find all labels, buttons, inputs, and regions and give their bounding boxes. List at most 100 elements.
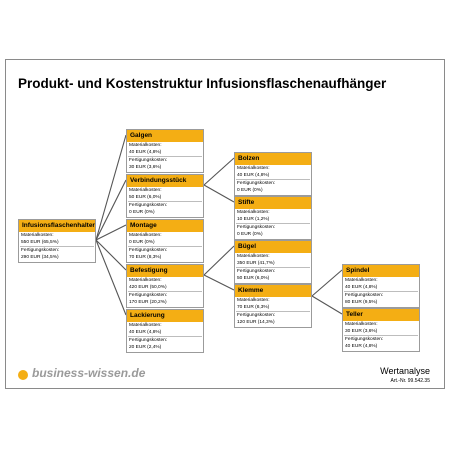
material-value: 0 EUR (0%) xyxy=(129,239,155,245)
node-klemme: Klemme Materialkosten: 70 EUR (8,3%) Fer… xyxy=(234,284,312,329)
material-value: 10 EUR (1,2%) xyxy=(237,216,270,222)
connector-root-mont xyxy=(95,224,127,241)
connector-root-bef xyxy=(95,239,127,271)
fertigung-label: Fertigungskosten: xyxy=(237,269,276,275)
divider xyxy=(128,246,202,248)
node-befestigung: Befestigung Materialkosten: 420 EUR (50,… xyxy=(126,264,204,309)
frame-border xyxy=(5,59,445,389)
divider xyxy=(128,156,202,158)
article-number: Art.-Nr. 99.542.35 xyxy=(390,378,430,384)
node-title: Montage xyxy=(127,220,203,232)
divider xyxy=(128,201,202,203)
fertigung-value: 40 EUR (4,8%) xyxy=(345,343,378,349)
node-title: Lackierung xyxy=(127,310,203,322)
material-value: 50 EUR (6,0%) xyxy=(129,194,162,200)
material-value: 40 EUR (4,8%) xyxy=(345,284,378,290)
fertigung-value: 30 EUR (3,6%) xyxy=(129,164,162,170)
material-value: 30 EUR (3,6%) xyxy=(345,328,378,334)
node-montage: Montage Materialkosten: 0 EUR (0%) Ferti… xyxy=(126,219,204,264)
material-value: 420 EUR (50,0%) xyxy=(129,284,167,290)
node-verbindungsstueck: Verbindungsstück Materialkosten: 50 EUR … xyxy=(126,174,204,219)
fertigung-label: Fertigungskosten: xyxy=(237,225,276,231)
fertigung-value: 50 EUR (6,0%) xyxy=(237,275,270,281)
node-title: Befestigung xyxy=(127,265,203,277)
node-infusionsflaschenhalter: Infusionsflaschenhalter Materialkosten: … xyxy=(18,219,96,264)
material-label: Materialkosten: xyxy=(129,233,162,238)
material-label: Materialkosten: xyxy=(129,143,162,148)
material-label: Materialkosten: xyxy=(129,323,162,328)
fertigung-value: 290 EUR (34,5%) xyxy=(21,254,59,260)
node-galgen: Galgen Materialkosten: 40 EUR (4,8%) Fer… xyxy=(126,129,204,174)
fertigung-label: Fertigungskosten: xyxy=(129,338,168,344)
fertigung-label: Fertigungskosten: xyxy=(237,313,276,319)
node-title: Klemme xyxy=(235,285,311,297)
divider xyxy=(236,267,310,269)
connector-root-lack xyxy=(95,239,127,316)
footer-label: Wertanalyse xyxy=(380,366,430,376)
divider xyxy=(128,336,202,338)
divider xyxy=(20,246,94,248)
fertigung-label: Fertigungskosten: xyxy=(345,293,384,299)
fertigung-label: Fertigungskosten: xyxy=(129,293,168,299)
fertigung-value: 120 EUR (14,3%) xyxy=(237,319,275,325)
node-title: Teller xyxy=(343,309,419,321)
fertigung-label: Fertigungskosten: xyxy=(21,248,60,254)
material-label: Materialkosten: xyxy=(237,254,270,259)
fertigung-label: Fertigungskosten: xyxy=(129,203,168,209)
material-value: 40 EUR (4,8%) xyxy=(129,329,162,335)
fertigung-label: Fertigungskosten: xyxy=(345,337,384,343)
connector-root-verb xyxy=(95,179,127,241)
node-title: Infusionsflaschenhalter xyxy=(19,220,95,232)
logo-dot-icon xyxy=(18,370,28,380)
node-title: Bügel xyxy=(235,241,311,253)
connector-root-galgen xyxy=(95,134,127,241)
fertigung-value: 0 EUR (0%) xyxy=(129,209,155,215)
fertigung-value: 20 EUR (2,4%) xyxy=(129,344,162,350)
material-label: Materialkosten: xyxy=(237,298,270,303)
logo[interactable]: business-wissen.de xyxy=(32,366,146,380)
fertigung-value: 70 EUR (8,3%) xyxy=(129,254,162,260)
material-label: Materialkosten: xyxy=(21,233,54,238)
connector-verb-stifte xyxy=(203,184,235,203)
node-title: Galgen xyxy=(127,130,203,142)
divider xyxy=(344,335,418,337)
node-title: Bolzen xyxy=(235,153,311,165)
fertigung-value: 170 EUR (20,2%) xyxy=(129,299,167,305)
connector-klemme-spindel xyxy=(311,269,343,297)
material-label: Materialkosten: xyxy=(129,278,162,283)
connector-klemme-teller xyxy=(311,295,343,315)
node-lackierung: Lackierung Materialkosten: 40 EUR (4,8%)… xyxy=(126,309,204,354)
fertigung-value: 0 EUR (0%) xyxy=(237,187,263,193)
divider xyxy=(236,179,310,181)
node-title: Stifte xyxy=(235,197,311,209)
connector-bef-buegel xyxy=(203,245,235,276)
material-value: 40 EUR (4,8%) xyxy=(129,149,162,155)
material-label: Materialkosten: xyxy=(129,188,162,193)
material-label: Materialkosten: xyxy=(237,166,270,171)
node-bolzen: Bolzen Materialkosten: 40 EUR (4,8%) Fer… xyxy=(234,152,312,197)
material-label: Materialkosten: xyxy=(345,322,378,327)
material-value: 40 EUR (4,8%) xyxy=(237,172,270,178)
material-label: Materialkosten: xyxy=(237,210,270,215)
connector-bef-klemme xyxy=(203,274,235,291)
material-label: Materialkosten: xyxy=(345,278,378,283)
fertigung-label: Fertigungskosten: xyxy=(237,181,276,187)
fertigung-label: Fertigungskosten: xyxy=(129,248,168,254)
page-title: Produkt- und Kostenstruktur Infusionsfla… xyxy=(18,76,387,91)
divider xyxy=(344,291,418,293)
divider xyxy=(236,223,310,225)
material-value: 550 EUR (65,5%) xyxy=(21,239,59,245)
divider xyxy=(128,291,202,293)
node-spindel: Spindel Materialkosten: 40 EUR (4,8%) Fe… xyxy=(342,264,420,309)
node-title: Spindel xyxy=(343,265,419,277)
node-title: Verbindungsstück xyxy=(127,175,203,187)
node-stifte: Stifte Materialkosten: 10 EUR (1,2%) Fer… xyxy=(234,196,312,241)
fertigung-value: 80 EUR (9,5%) xyxy=(345,299,378,305)
connector-verb-bolzen xyxy=(203,157,235,186)
material-value: 70 EUR (8,3%) xyxy=(237,304,270,310)
fertigung-label: Fertigungskosten: xyxy=(129,158,168,164)
fertigung-value: 0 EUR (0%) xyxy=(237,231,263,237)
material-value: 350 EUR (41,7%) xyxy=(237,260,275,266)
divider xyxy=(236,311,310,313)
